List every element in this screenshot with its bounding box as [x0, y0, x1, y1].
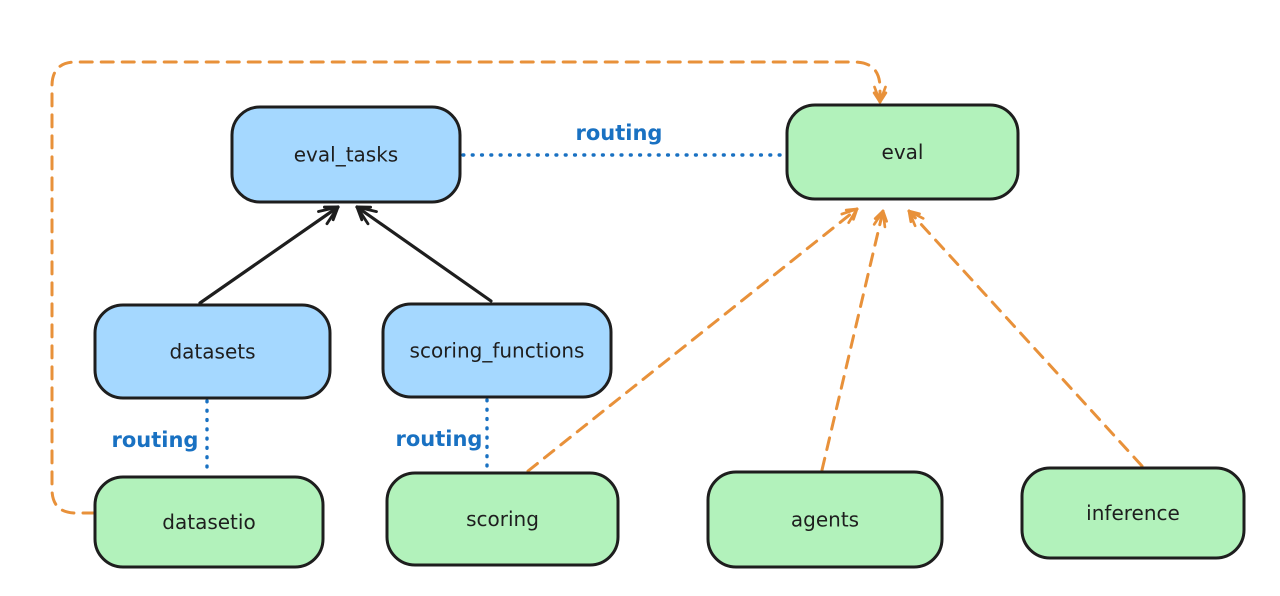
edge-datasets-to-datasetio-routing: routing: [112, 399, 209, 476]
node-scoring_functions: scoring_functions: [381, 302, 613, 399]
edge-line: [526, 207, 859, 473]
edge-eval_tasks-to-eval-routing: routing: [461, 121, 787, 157]
arrowhead: [852, 207, 859, 221]
edge-line: [355, 205, 493, 303]
node-inference: inference: [1020, 466, 1246, 560]
node-label-inference: inference: [1086, 501, 1180, 525]
arrowhead: [907, 209, 913, 224]
node-scoring: scoring: [385, 471, 620, 567]
node-eval_tasks: eval_tasks: [230, 105, 462, 204]
node-eval: eval: [785, 103, 1020, 201]
edge-line: [907, 209, 1144, 468]
datasetio-box: [93, 475, 325, 569]
arrowhead: [907, 209, 921, 216]
arrowhead: [878, 91, 888, 104]
routing-edge-label: routing: [576, 121, 663, 145]
node-label-agents: agents: [791, 508, 859, 532]
routing-edge-label: routing: [396, 427, 483, 451]
arrowhead: [881, 209, 888, 223]
edge-line: [820, 209, 885, 472]
arrowhead: [355, 205, 364, 222]
edge-datasets-to-eval_tasks: [198, 205, 340, 305]
edge-scoring_functions-to-eval_tasks: [355, 205, 493, 303]
scoring-box: [385, 471, 620, 567]
node-datasets: datasets: [93, 303, 332, 400]
datasets-box: [93, 303, 332, 400]
routing-edge-label: routing: [112, 428, 199, 452]
arrowhead: [844, 207, 859, 212]
node-agents: agents: [706, 470, 944, 569]
edge-scoring-to-eval: [526, 207, 859, 473]
node-label-scoring: scoring: [466, 507, 539, 531]
node-label-eval: eval: [882, 140, 924, 164]
node-label-datasets: datasets: [169, 340, 255, 364]
node-label-datasetio: datasetio: [162, 510, 255, 534]
edge-datasetio-to-eval: [50, 60, 888, 515]
eval-box: [785, 103, 1020, 201]
edge-agents-to-eval: [820, 209, 888, 472]
edge-scoring_functions-to-scoring-routing: routing: [396, 398, 489, 472]
edge-inference-to-eval: [907, 209, 1144, 468]
arrowhead: [331, 205, 340, 222]
edge-line: [198, 205, 340, 305]
node-label-scoring_functions: scoring_functions: [410, 339, 585, 363]
node-datasetio: datasetio: [93, 475, 325, 569]
eval_tasks-box: [230, 105, 462, 204]
inference-box: [1020, 466, 1246, 560]
arrowhead: [872, 91, 882, 104]
arrowhead: [873, 209, 885, 220]
scoring_functions-box: [381, 302, 613, 399]
agents-box: [706, 470, 944, 569]
node-label-eval_tasks: eval_tasks: [294, 143, 398, 167]
